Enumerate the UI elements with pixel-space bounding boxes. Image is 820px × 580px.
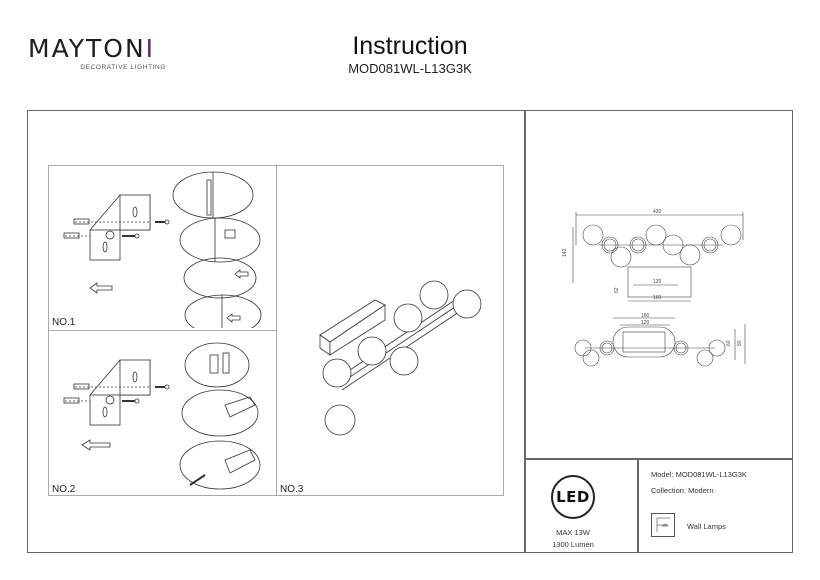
step-3-diagram xyxy=(319,280,482,436)
step-1-diagram xyxy=(63,171,262,328)
dim-top-base-inner-label: 120 xyxy=(641,320,650,326)
frame-divider-vertical xyxy=(524,110,526,553)
detail-callouts xyxy=(172,171,262,328)
product-collection: Collection: Modern xyxy=(651,486,714,495)
lamp-base xyxy=(319,299,386,356)
wall-lamp-icon xyxy=(651,513,675,537)
dim-depth-label: 62 xyxy=(614,287,620,293)
screws-and-anchors xyxy=(63,218,170,239)
mounting-bracket xyxy=(89,193,151,261)
step-1-label: NO.1 xyxy=(52,317,76,328)
lamp-base-front xyxy=(627,266,692,298)
model-code: MOD081WL-L13G3K xyxy=(348,61,472,76)
dim-top-depth-outer-label: 80 xyxy=(737,340,743,346)
dimension-top-view: 160 120 60 80 xyxy=(574,313,746,367)
arrow-left-icon xyxy=(81,439,111,451)
dim-top-base-outer-label: 160 xyxy=(641,313,650,319)
dim-height-label: 142 xyxy=(562,248,568,257)
arrow-left-icon xyxy=(89,282,113,294)
frame-divider-info xyxy=(637,458,639,553)
step-2-diagram xyxy=(63,342,261,490)
led-badge-icon: LED xyxy=(551,475,595,519)
dimension-front-view: 420 142 120 160 62 xyxy=(562,209,744,302)
step-3-label: NO.3 xyxy=(280,484,304,495)
page-title: Instruction xyxy=(352,32,468,60)
led-label: LED xyxy=(556,488,590,506)
shades-row xyxy=(582,224,742,268)
step-2-label: NO.2 xyxy=(52,484,76,495)
frame-divider-spec xyxy=(524,458,793,460)
brand-tagline: DECORATIVE LIGHTING xyxy=(80,64,166,71)
brand-name: MAYTON xyxy=(28,34,146,63)
product-type: Wall Lamps xyxy=(687,522,726,531)
dim-width-label: 420 xyxy=(653,209,662,215)
detail-callouts xyxy=(179,342,261,490)
dim-base-outer-label: 160 xyxy=(653,295,662,301)
glass-shades xyxy=(322,280,482,436)
instruction-frame xyxy=(27,110,793,553)
steps-divider-horizontal xyxy=(48,330,277,331)
dim-base-inner-label: 120 xyxy=(653,279,662,285)
brand-wordmark: MAYTONI xyxy=(28,36,178,61)
lamp-base-top xyxy=(612,326,676,358)
screws-and-anchors xyxy=(63,383,170,404)
max-power: MAX 13W xyxy=(556,528,590,537)
dim-top-depth-inner-label: 60 xyxy=(726,340,732,346)
lumen-output: 1300 Lumen xyxy=(552,540,594,549)
product-model: Model: MOD081WL-L13G3K xyxy=(651,470,747,479)
mounting-bracket xyxy=(89,358,151,426)
brand-logo: MAYTONI DECORATIVE LIGHTING xyxy=(28,36,178,71)
brand-name-accent: I xyxy=(145,34,156,63)
